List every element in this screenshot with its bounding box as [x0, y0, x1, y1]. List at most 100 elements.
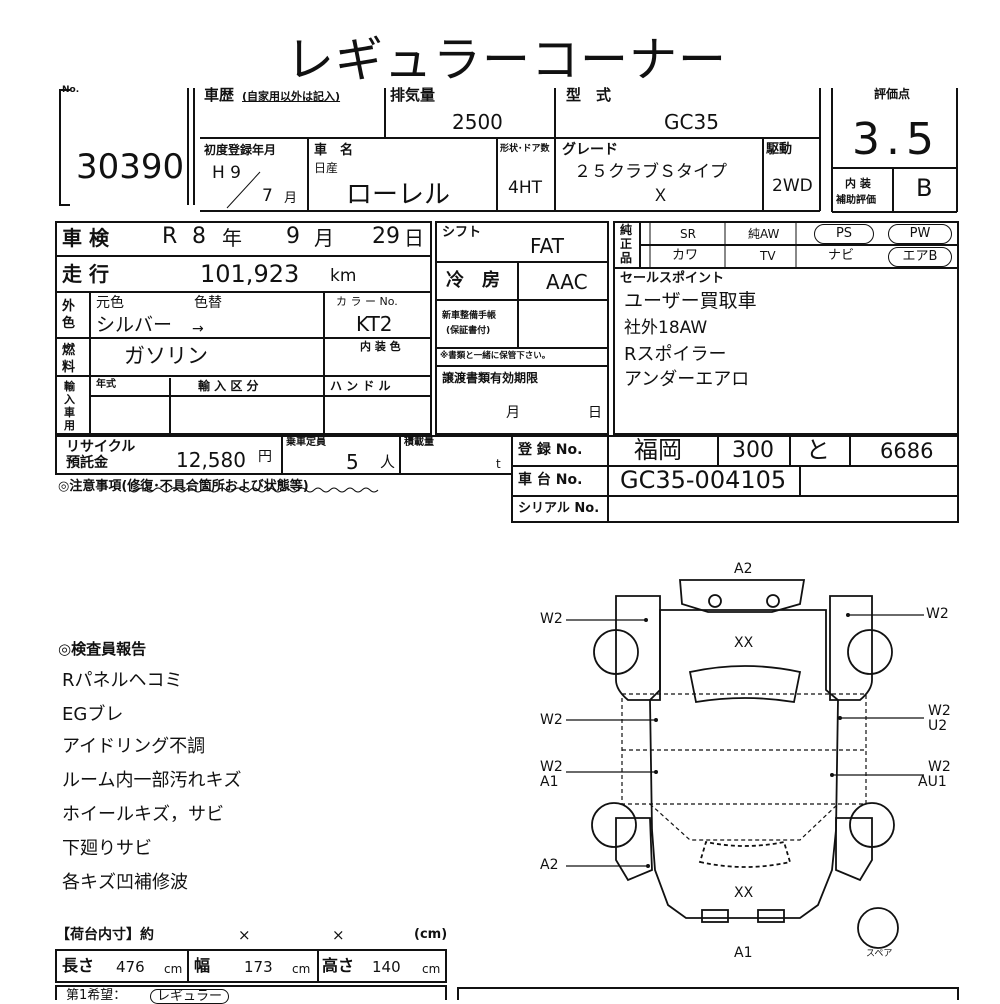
fuel-side-label: 燃料	[62, 343, 76, 375]
interior-score: B	[916, 174, 933, 202]
spare-tire-label: スペア	[866, 949, 893, 959]
cargo-width-label: 幅	[194, 956, 211, 975]
cargo-length-label: 長さ	[62, 956, 95, 975]
report-item-2: EGブレ	[62, 704, 124, 725]
fuel-value: ガソリン	[124, 344, 208, 368]
report-item-6: 下廻りサビ	[62, 838, 152, 859]
diagram-left-3a: W2	[540, 759, 563, 775]
inspection-era: R	[162, 224, 178, 249]
history-note: (自家用以外は記入)	[242, 90, 341, 103]
interior-label-1: 内 装	[845, 177, 871, 190]
transfer-day: 日	[588, 405, 602, 421]
shift-label: シフト	[442, 225, 482, 240]
chassis-label: 車 台 No.	[518, 472, 583, 488]
report-item-7: 各キズ凹補修波	[62, 872, 188, 893]
chassis-value: GC35-004105	[620, 466, 787, 494]
load-unit: t	[496, 457, 501, 471]
interior-label-2: 補助評価	[836, 195, 876, 206]
genuine-navi: ナビ	[828, 248, 855, 263]
genuine-airbag: エアB	[888, 247, 952, 267]
report-item-5: ホイールキズ，サビ	[62, 804, 224, 825]
color-code-value: KT2	[356, 312, 393, 336]
color-arrow: →	[192, 321, 204, 337]
diagram-front-center: XX	[734, 635, 754, 651]
color-orig-label: 元色	[96, 295, 124, 311]
grade-label: グレード	[562, 142, 618, 158]
import-year-label: 年式	[96, 379, 116, 390]
report-item-3: アイドリング不調	[62, 736, 206, 757]
diagram-left-4: A2	[540, 857, 559, 873]
warranty-label-2: (保証書付)	[446, 326, 491, 336]
shift-value: FAT	[530, 234, 565, 258]
cargo-height-unit: cm	[422, 962, 441, 976]
first-reg-month-unit: 月	[284, 191, 298, 206]
first-reg-month: 7	[262, 186, 273, 206]
capacity-label: 乗車定員	[286, 437, 326, 448]
inspection-year: 8	[192, 224, 206, 249]
diagram-rear-center: XX	[734, 885, 754, 901]
genuine-ps: PS	[814, 224, 874, 244]
interior-color-label: 内 装 色	[360, 340, 401, 353]
inspection-day: 29	[372, 224, 400, 249]
registration-class: 300	[732, 438, 774, 463]
recycle-label-2: 預託金	[66, 455, 108, 471]
diagram-left-2: W2	[540, 712, 563, 728]
cargo-length: 476	[116, 958, 145, 976]
diagram-top-label: A2	[734, 561, 753, 577]
cargo-title: 【荷台内寸】約	[56, 927, 154, 943]
genuine-tv: TV	[760, 249, 776, 263]
registration-region: 福岡	[634, 436, 682, 464]
genuine-label: 純正品	[620, 223, 633, 265]
sales-label: セールスポイント	[620, 271, 725, 286]
diagram-left-1: W2	[540, 611, 563, 627]
drive-label: 駆動	[766, 142, 793, 157]
genuine-aw: 純AW	[748, 227, 780, 241]
cargo-height-label: 高さ	[322, 956, 355, 975]
sales-point-4: アンダーエアロ	[624, 369, 750, 390]
car-name-label: 車 名	[314, 143, 354, 158]
diagram-right-2b: U2	[928, 718, 948, 734]
genuine-sr: SR	[680, 227, 696, 241]
cargo-width-unit: cm	[292, 962, 311, 976]
import-class-label: 輸 入 区 分	[198, 379, 259, 393]
recycle-label-1: リサイクル	[66, 439, 136, 455]
import-side-label: 輸入車用	[64, 380, 75, 432]
genuine-leather: カワ	[672, 248, 699, 263]
cargo-unit: (cm)	[414, 927, 448, 942]
cargo-x1: ×	[238, 926, 251, 944]
sales-point-1: ユーザー買取車	[624, 290, 757, 312]
mileage-label: 走 行	[62, 262, 109, 286]
shape-value: 4HT	[508, 178, 542, 198]
cargo-height: 140	[372, 958, 401, 976]
car-name-value: ローレル	[346, 180, 451, 210]
diagram-right-1: W2	[926, 606, 949, 622]
color-orig-value: シルバー	[96, 314, 173, 336]
inspection-year-unit: 年	[222, 226, 242, 250]
report-item-1: Rパネルヘコミ	[62, 670, 183, 691]
diagram-right-3a: W2	[928, 759, 951, 775]
hope-label: 第1希望：	[66, 988, 127, 1003]
model-label: 型 式	[566, 86, 612, 104]
cargo-length-unit: cm	[164, 962, 183, 976]
inspection-month: 9	[286, 224, 300, 249]
mileage-value: 101,923	[200, 260, 300, 288]
diagram-right-2a: W2	[928, 703, 951, 719]
genuine-pw: PW	[888, 224, 952, 244]
aircon-value: AAC	[546, 270, 588, 294]
serial-label: シリアル No.	[518, 501, 600, 516]
diagram-left-3b: A1	[540, 774, 559, 790]
mileage-unit: km	[330, 266, 357, 286]
capacity-value: 5	[346, 450, 359, 474]
shape-label: 形状･ドア数	[500, 144, 550, 154]
recycle-value: 12,580	[176, 448, 246, 472]
lot-no-label: No.	[62, 85, 80, 95]
report-title: ◎検査員報告	[58, 640, 147, 658]
diagram-right-3b: AU1	[918, 774, 947, 790]
recycle-unit: 円	[258, 449, 272, 465]
score-value: 3.5	[852, 114, 940, 165]
inspection-month-unit: 月	[314, 226, 334, 250]
grade-line1: ２５クラブＳタイプ	[574, 162, 727, 182]
history-label: 車歴	[204, 86, 235, 104]
first-reg-label: 初度登録年月	[204, 143, 277, 157]
lot-number: 30390	[76, 147, 185, 187]
